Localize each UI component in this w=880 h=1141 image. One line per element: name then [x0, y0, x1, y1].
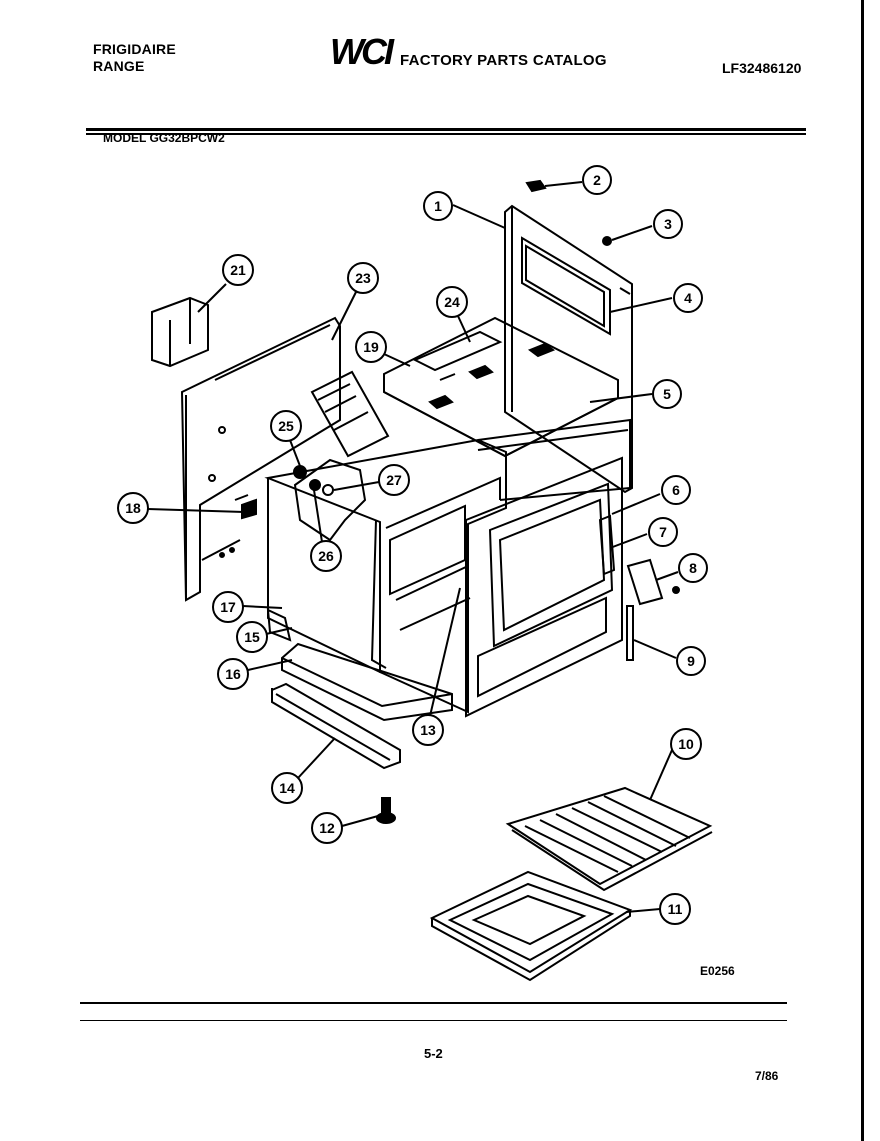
callout-label: 2: [593, 172, 601, 188]
brand-block: FRIGIDAIRE RANGE: [93, 41, 176, 75]
callout-7: 7: [609, 517, 678, 549]
part-hinge: [626, 558, 680, 661]
callout-1: 1: [423, 191, 506, 229]
part-leveling-leg: [376, 797, 396, 824]
callout-label: 18: [125, 500, 141, 516]
callout-label: 16: [225, 666, 241, 682]
callout-10: 10: [649, 728, 702, 801]
callout-14: 14: [271, 737, 336, 804]
callout-4: 4: [609, 283, 703, 313]
callout-5: 5: [589, 379, 682, 409]
callout-label: 5: [663, 386, 671, 402]
page-edge: [861, 0, 864, 1141]
callout-label: 25: [278, 418, 294, 434]
callout-label: 4: [684, 290, 692, 306]
callout-16: 16: [217, 658, 293, 690]
callout-label: 1: [434, 198, 442, 214]
callout-11: 11: [625, 893, 691, 925]
wci-logo: WCI: [330, 31, 394, 72]
part-broiler-pan: [429, 870, 633, 982]
callout-label: 9: [687, 653, 695, 669]
callout-9: 9: [633, 639, 706, 676]
footer-rule-thin: [80, 1020, 787, 1021]
part-18: [234, 494, 257, 520]
callout-label: 3: [664, 216, 672, 232]
callout-8: 8: [655, 553, 708, 583]
callout-26: 26: [310, 489, 342, 572]
header-rule-thin: [86, 133, 806, 135]
callout-label: 21: [230, 262, 246, 278]
callout-label: 27: [386, 472, 402, 488]
catalog-date: 7/86: [755, 1069, 779, 1083]
callout-label: 23: [355, 270, 371, 286]
callout-2: 2: [544, 165, 612, 195]
diagram-reference: E0256: [700, 964, 735, 978]
callout-15: 15: [236, 621, 293, 653]
callout-label: 6: [672, 482, 680, 498]
callout-label: 7: [659, 524, 667, 540]
part-left-side-panel: [180, 316, 341, 602]
callout-label: 15: [244, 629, 260, 645]
part-small-clip: [525, 179, 612, 246]
callout-label: 26: [318, 548, 334, 564]
callout-label: 12: [319, 820, 335, 836]
callout-19: 19: [355, 331, 411, 367]
callout-21: 21: [197, 254, 254, 313]
part-front-frame: [477, 418, 631, 501]
part-oven-rack: [505, 786, 713, 892]
catalog-code: LF32486120: [722, 60, 802, 76]
part-kick-panel: [271, 682, 401, 770]
callout-label: 24: [444, 294, 460, 310]
callout-23: 23: [331, 262, 379, 341]
part-burner-assembly: [293, 458, 367, 542]
callout-label: 8: [689, 560, 697, 576]
part-vent-duct: [310, 370, 390, 458]
part-bottom-pan: [266, 608, 453, 722]
header-rule: [86, 128, 806, 131]
page-number: 5-2: [424, 1046, 443, 1061]
part-bracket: [151, 296, 209, 368]
callout-label: 14: [279, 780, 295, 796]
part-back-panel: [504, 204, 633, 494]
product-type: RANGE: [93, 58, 145, 74]
callout-6: 6: [611, 475, 691, 515]
callout-12: 12: [311, 812, 379, 844]
part-oven-door: [465, 456, 623, 718]
callout-label: 19: [363, 339, 379, 355]
catalog-title: FACTORY PARTS CATALOG: [400, 52, 607, 69]
callout-3: 3: [611, 209, 683, 241]
part-top-panel: [383, 316, 619, 458]
callouts: 1 2 3 4 5 6 7 8 9 10 11 12 13 14 15 16 1…: [117, 165, 708, 925]
callout-24: 24: [436, 286, 471, 343]
callout-27: 27: [333, 464, 410, 496]
brand-name: FRIGIDAIRE: [93, 41, 176, 57]
callout-label: 13: [420, 722, 436, 738]
callout-13: 13: [412, 587, 461, 746]
callout-label: 11: [668, 901, 683, 917]
callout-17: 17: [212, 591, 283, 623]
model-number: MODEL GG32BPCW2: [103, 131, 225, 145]
footer-rule: [80, 1002, 787, 1004]
callout-25: 25: [270, 410, 302, 467]
callout-label: 17: [220, 599, 236, 615]
callout-label: 10: [678, 736, 694, 752]
callout-18: 18: [117, 492, 245, 524]
